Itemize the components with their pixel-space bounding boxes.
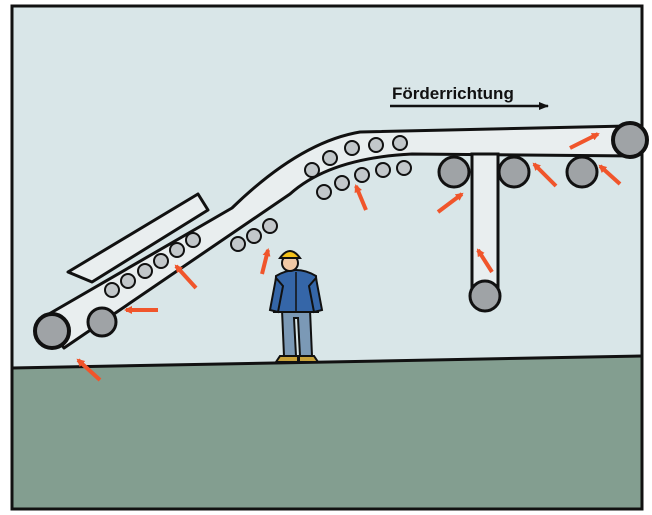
pinch-point-arrow-icon xyxy=(476,248,494,274)
take-up-pulley xyxy=(468,279,502,313)
carrying-idler xyxy=(304,162,320,178)
pinch-point-arrow-icon xyxy=(532,162,558,188)
pinch-point-arrow-icon xyxy=(436,192,464,214)
pinch-point-arrows xyxy=(76,132,622,382)
carrying-idler xyxy=(104,282,120,298)
carrying-idler xyxy=(185,232,201,248)
return-idler xyxy=(230,236,246,252)
pinch-point-arrow-icon xyxy=(354,184,368,211)
carrying-idler xyxy=(169,242,185,258)
carrying-idler xyxy=(344,140,360,156)
pinch-point-arrow-icon xyxy=(598,164,622,186)
carrying-idler xyxy=(120,273,136,289)
direction-label: Förderrichtung xyxy=(392,84,514,103)
return-idler xyxy=(262,218,278,234)
bend-pulley-3 xyxy=(565,155,599,189)
feed-chute xyxy=(66,192,210,284)
carrying-idler xyxy=(137,263,153,279)
return-idler xyxy=(246,228,262,244)
worker-figure-icon xyxy=(268,250,324,363)
frame-border xyxy=(10,4,644,511)
return-idler xyxy=(375,162,391,178)
return-idler xyxy=(354,167,370,183)
return-idler xyxy=(334,175,350,191)
ground xyxy=(12,356,642,509)
tail-pulley xyxy=(33,312,71,350)
carrying-idler xyxy=(322,150,338,166)
bend-pulley-2 xyxy=(497,155,531,189)
carrying-idler xyxy=(368,137,384,153)
pinch-point-arrow-icon xyxy=(76,358,102,382)
head-pulley xyxy=(611,121,649,159)
return-idler xyxy=(316,184,332,200)
pinch-point-arrow-icon xyxy=(260,248,271,275)
return-idler xyxy=(396,160,412,176)
snub-pulley-left xyxy=(86,306,118,338)
carrying-idler xyxy=(392,135,408,151)
pinch-point-arrow-icon xyxy=(174,264,198,290)
take-up-belt xyxy=(470,152,500,298)
carrying-idlers xyxy=(104,135,408,298)
carrying-idler xyxy=(153,253,169,269)
ground-line xyxy=(11,354,643,370)
pinch-point-arrow-icon xyxy=(569,132,600,150)
bend-pulley-1 xyxy=(437,155,471,189)
return-idlers xyxy=(230,160,412,252)
